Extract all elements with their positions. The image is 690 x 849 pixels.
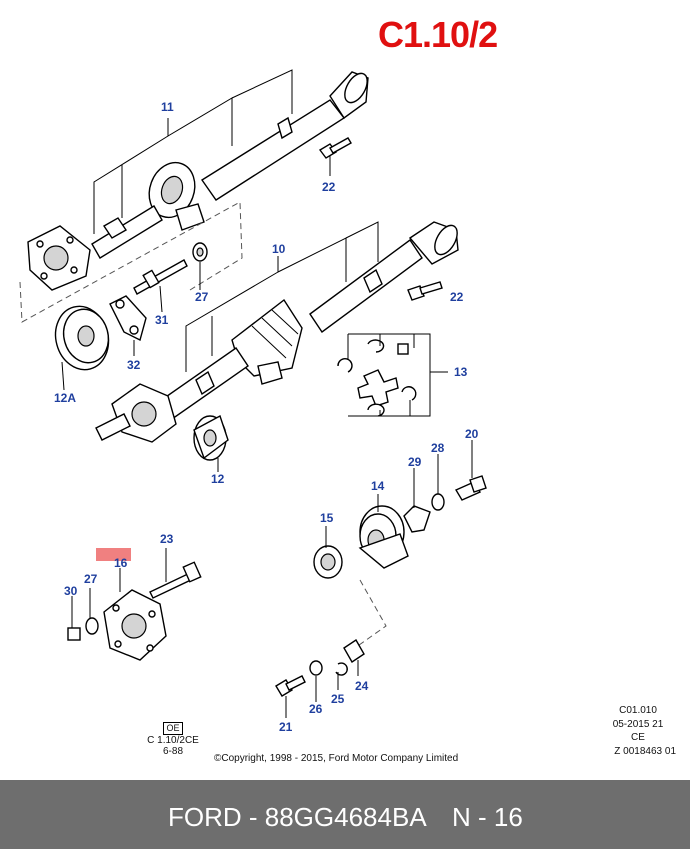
nut-30 [67, 596, 81, 641]
bolt-21 [275, 675, 306, 718]
flex-coupling-16 [103, 568, 167, 661]
page-title: C1.10/2 [378, 14, 498, 55]
bolt-20 [454, 440, 487, 501]
ref-region: CE [631, 732, 645, 743]
bolt-31 [133, 259, 188, 313]
stamp-box: OE [163, 722, 183, 735]
leader-lines-10 [185, 221, 379, 372]
part-label-15: 15 [320, 511, 334, 525]
washer-27-lower [85, 588, 99, 635]
stamp-line-2: 6-88 [162, 746, 183, 757]
ref-code: C01.010 [619, 705, 657, 716]
bearing-15 [313, 526, 343, 579]
washer-26 [309, 660, 323, 702]
part-label-23: 23 [160, 532, 174, 546]
reference-block: C01.010 05-2015 21 CE Z 0018463 01 [600, 704, 676, 758]
bolt-23 [149, 548, 202, 599]
dashed-outline-lower [351, 579, 387, 651]
part-label-26: 26 [309, 702, 323, 716]
driveshaft-assembly-11 [27, 71, 369, 291]
part-label-30: 30 [64, 584, 78, 598]
bracket-32 [109, 295, 147, 356]
part-label-12: 12 [211, 472, 225, 486]
footer-position: N - 16 [452, 802, 523, 832]
footer-part-reference: FORD - 88GG4684BA [168, 802, 427, 832]
part-label-25: 25 [331, 692, 345, 706]
bracket-29 [403, 468, 431, 533]
part-label-14: 14 [371, 479, 385, 493]
dashed-outline-upper [19, 201, 243, 323]
ref-date: 05-2015 21 [612, 718, 664, 730]
driveshaft-assembly-10 [95, 221, 459, 443]
pulley-12A [54, 305, 110, 391]
stamp-line-1: C 1.10/2CE [147, 735, 199, 746]
part-label-32: 32 [127, 358, 141, 372]
part-label-21: 21 [279, 720, 293, 734]
bearing-12 [193, 414, 229, 472]
part-label-22-lower: 22 [450, 290, 464, 304]
part-label-16: 16 [114, 556, 128, 570]
drawing-stamp: OE C 1.10/2CE 6-88 [140, 722, 206, 757]
exploded-parts-diagram: 11 22 10 22 27 31 32 12A 13 12 28 20 29 … [19, 69, 487, 734]
part-label-11: 11 [161, 100, 174, 114]
copyright-notice: ©Copyright, 1998 - 2015, Ford Motor Comp… [214, 753, 459, 764]
bolt-22-upper [318, 137, 352, 159]
highlight-marker [96, 548, 131, 561]
part-label-29: 29 [408, 455, 422, 469]
washer-28 [431, 454, 445, 511]
part-label-27-upper: 27 [195, 290, 209, 304]
part-label-13: 13 [454, 365, 468, 379]
part-label-28: 28 [431, 441, 445, 455]
part-label-31: 31 [155, 313, 169, 327]
washer-27-upper [192, 242, 208, 290]
ujoint-kit-13 [337, 333, 448, 417]
part-label-24: 24 [355, 679, 369, 693]
clip-24 [343, 639, 365, 676]
part-label-10: 10 [272, 242, 286, 256]
part-label-20: 20 [465, 427, 479, 441]
leader-lines-11 [93, 69, 331, 234]
footer-bar: FORD - 88GG4684BA N - 16 [0, 780, 690, 849]
part-label-27-lower: 27 [84, 572, 98, 586]
ref-number: Z 0018463 01 [614, 745, 676, 757]
bolt-22-lower [407, 281, 443, 301]
washer-25 [335, 662, 348, 690]
part-label-12A: 12A [54, 391, 76, 405]
center-bearing-14 [358, 494, 409, 569]
part-label-22-upper: 22 [322, 180, 336, 194]
